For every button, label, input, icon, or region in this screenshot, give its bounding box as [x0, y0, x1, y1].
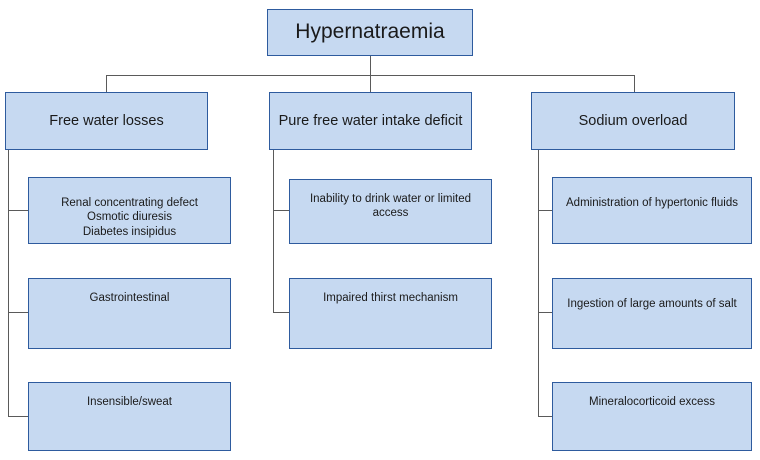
- node-leaf-inability-to-drink-water[interactable]: Inability to drink water or limited acce…: [289, 179, 492, 244]
- connector-arm-b2-c2: [273, 312, 289, 313]
- connector-arm-b3-c3: [538, 416, 552, 417]
- connector-trunk-branch-1: [8, 150, 9, 416]
- node-label: Administration of hypertonic fluids: [566, 197, 738, 209]
- node-label: Free water losses: [49, 112, 164, 129]
- node-label: Hypernatraemia: [295, 20, 445, 44]
- connector-trunk-branch-2: [273, 150, 274, 313]
- node-leaf-insensible-sweat[interactable]: Insensible/sweat: [28, 382, 231, 451]
- node-label: Sodium overload: [578, 112, 688, 129]
- node-label: Inability to drink water or limited acce…: [309, 193, 472, 220]
- node-label: Gastrointestinal: [89, 292, 170, 304]
- connector-arm-b1-c2: [8, 312, 28, 313]
- node-leaf-gastrointestinal[interactable]: Gastrointestinal: [28, 278, 231, 349]
- node-label: Impaired thirst mechanism: [323, 292, 458, 304]
- connector-arm-b1-c1: [8, 210, 28, 211]
- node-leaf-mineralocorticoid-excess[interactable]: Mineralocorticoid excess: [552, 382, 752, 451]
- connector-drop-branch-1: [106, 75, 107, 92]
- connector-arm-b1-c3: [8, 416, 28, 417]
- node-branch-free-water-losses[interactable]: Free water losses: [5, 92, 208, 150]
- node-root-hypernatraemia[interactable]: Hypernatraemia: [267, 9, 473, 56]
- node-label: Ingestion of large amounts of salt: [567, 298, 737, 310]
- node-leaf-administration-of-hypertonic-fluids[interactable]: Administration of hypertonic fluids: [552, 177, 752, 244]
- node-leaf-ingestion-of-large-amounts-of-salt[interactable]: Ingestion of large amounts of salt: [552, 278, 752, 349]
- node-leaf-renal-concentrating-defect[interactable]: Renal concentrating defect Osmotic diure…: [28, 177, 231, 244]
- connector-arm-b3-c1: [538, 210, 552, 211]
- connector-drop-branch-3: [634, 75, 635, 92]
- node-leaf-impaired-thirst-mechanism[interactable]: Impaired thirst mechanism: [289, 278, 492, 349]
- node-branch-sodium-overload[interactable]: Sodium overload: [531, 92, 735, 150]
- node-label: Renal concentrating defect Osmotic diure…: [61, 197, 198, 238]
- node-branch-pure-free-water-intake-deficit[interactable]: Pure free water intake deficit: [269, 92, 472, 150]
- connector-drop-branch-2: [370, 75, 371, 92]
- connector-arm-b3-c2: [538, 312, 552, 313]
- connector-arm-b2-c1: [273, 210, 289, 211]
- connector-root-stem: [370, 56, 371, 75]
- node-label: Insensible/sweat: [86, 396, 173, 408]
- node-label: Pure free water intake deficit: [278, 112, 463, 129]
- node-label: Mineralocorticoid excess: [589, 396, 715, 408]
- connector-trunk-branch-3: [538, 150, 539, 416]
